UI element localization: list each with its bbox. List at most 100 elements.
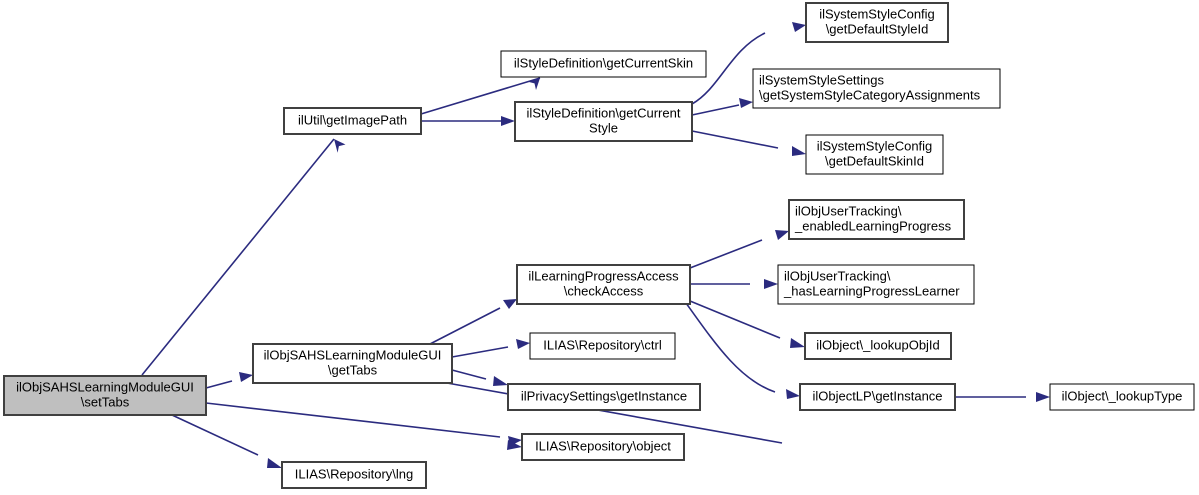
edge-setTabs-to-lng — [171, 414, 282, 468]
node-label-line: ilStyleDefinition\getCurrentSkin — [514, 55, 693, 70]
edge-arrowhead-icon — [493, 376, 508, 386]
edge-line — [141, 138, 335, 376]
edge-line — [205, 402, 501, 438]
edge-arrowhead-icon — [503, 299, 517, 309]
edge-getTabs-to-ctrl — [451, 339, 530, 358]
node-label-line: ILIAS\Repository\lng — [295, 466, 414, 481]
node-lookupType[interactable]: ilObject\_lookupType — [1049, 383, 1195, 411]
node-label-line: ilObjectLP\getInstance — [812, 388, 942, 403]
node-lng[interactable]: ILIAS\Repository\lng — [281, 461, 427, 489]
edge-line — [205, 380, 233, 389]
node-label-line: Style — [589, 120, 618, 135]
edge-getImagePath-to-getCurrentSkin — [420, 77, 541, 115]
edge-line — [446, 382, 783, 444]
node-lookupObjId[interactable]: ilObject\_lookupObjId — [804, 332, 952, 360]
node-label-line: ilSystemStyleSettings — [759, 72, 884, 87]
node-box[interactable] — [752, 68, 1001, 109]
node-label-line: ILIAS\Repository\ctrl — [543, 337, 662, 352]
node-checkAccess[interactable]: ilLearningProgressAccess\checkAccess — [516, 264, 691, 305]
edge-line — [691, 104, 740, 116]
node-label-line: ilStyleDefinition\getCurrent — [527, 105, 681, 120]
node-box[interactable] — [1049, 383, 1195, 411]
node-enabledLearningProgress[interactable]: ilObjUserTracking\_enabledLearningProgre… — [788, 199, 965, 240]
edge-line — [451, 369, 487, 380]
edge-arrowhead-icon — [239, 372, 253, 382]
edge-getCurrentStyle-to-getSystemStyleCategoryAssignments — [691, 98, 753, 116]
node-label-line: ilObjSAHSLearningModuleGUI — [16, 379, 194, 394]
edge-getCurrentStyle-to-getDefaultStyleId — [691, 22, 806, 105]
edge-arrowhead-icon — [267, 458, 282, 468]
node-label-line: ILIAS\Repository\object — [535, 438, 671, 453]
edge-getTabs-to-getInstancePrivacy — [451, 369, 508, 386]
edge-checkAccess-to-objectLPgetInstance — [685, 302, 800, 399]
node-label-line: _hasLearningProgressLearner — [783, 283, 960, 298]
node-getInstancePrivacy[interactable]: ilPrivacySettings\getInstance — [507, 383, 701, 411]
edge-line — [689, 300, 781, 339]
node-object[interactable]: ILIAS\Repository\object — [521, 433, 685, 461]
edge-arrowhead-icon — [775, 230, 789, 240]
node-label-line: ilUtil\getImagePath — [298, 112, 407, 127]
node-hasLearningProgressLearner[interactable]: ilObjUserTracking\_hasLearningProgressLe… — [777, 264, 975, 305]
node-label-line: \checkAccess — [564, 283, 644, 298]
node-getCurrentSkin[interactable]: ilStyleDefinition\getCurrentSkin — [500, 50, 707, 78]
edge-checkAccess-to-hasLearningProgressLearner — [690, 279, 778, 289]
node-label-line: ilObjSAHSLearningModuleGUI — [264, 347, 442, 362]
edge-getTabs-to-checkAccess — [429, 299, 517, 345]
node-label-line: \getDefaultStyleId — [826, 21, 929, 36]
node-box[interactable] — [777, 264, 975, 305]
edge-line — [420, 77, 541, 115]
edge-arrowhead-icon — [786, 389, 800, 399]
node-box[interactable] — [799, 383, 956, 411]
edge-arrowhead-icon — [790, 338, 805, 348]
edge-objectLPgetInstance-to-lookupType — [955, 392, 1050, 402]
node-label-line: ilSystemStyleConfig — [817, 138, 933, 153]
edge-setTabs-to-getImagePath — [141, 138, 346, 376]
edge-arrowhead-icon — [792, 146, 806, 156]
node-getDefaultSkinId[interactable]: ilSystemStyleConfig\getDefaultSkinId — [805, 134, 944, 175]
node-box[interactable] — [805, 2, 949, 43]
node-label-line: ilSystemStyleConfig — [819, 6, 935, 21]
node-box[interactable] — [283, 107, 422, 135]
edge-arrowhead-icon — [528, 78, 540, 90]
node-label-line: ilObjUserTracking\ — [784, 268, 891, 283]
edge-line — [685, 302, 776, 393]
node-getSystemStyleCategoryAssignments[interactable]: ilSystemStyleSettings\getSystemStyleCate… — [752, 68, 1001, 109]
edge-checkAccess-to-lookupObjId — [689, 300, 805, 348]
node-box[interactable] — [514, 101, 693, 142]
node-getImagePath[interactable]: ilUtil\getImagePath — [283, 107, 422, 135]
edge-arrowhead-icon — [792, 22, 806, 32]
node-label-line: _enabledLearningProgress — [794, 218, 952, 233]
node-box[interactable] — [3, 375, 207, 416]
node-ctrl[interactable]: ILIAS\Repository\ctrl — [529, 332, 676, 360]
node-setTabs[interactable]: ilObjSAHSLearningModuleGUI\setTabs — [3, 375, 207, 416]
edge-arrowhead-icon — [334, 139, 346, 153]
node-getDefaultStyleId[interactable]: ilSystemStyleConfig\getDefaultStyleId — [805, 2, 949, 43]
node-objectLPgetInstance[interactable]: ilObjectLP\getInstance — [799, 383, 956, 411]
node-box[interactable] — [516, 264, 691, 305]
edge-line — [171, 414, 259, 456]
edges-layer — [141, 22, 1050, 468]
node-box[interactable] — [529, 332, 676, 360]
node-label-line: ilLearningProgressAccess — [528, 268, 679, 283]
edge-arrowhead-icon — [501, 116, 515, 126]
edge-setTabs-to-getTabs — [205, 372, 253, 389]
node-label-line: \setTabs — [81, 394, 130, 409]
node-box[interactable] — [281, 461, 427, 489]
node-getTabs[interactable]: ilObjSAHSLearningModuleGUI\getTabs — [252, 343, 453, 384]
edge-line — [691, 130, 779, 149]
node-box[interactable] — [804, 332, 952, 360]
node-box[interactable] — [252, 343, 453, 384]
node-box[interactable] — [507, 383, 701, 411]
edge-getImagePath-to-getCurrentStyle — [421, 116, 515, 126]
node-box[interactable] — [805, 134, 944, 175]
node-box[interactable] — [788, 199, 965, 240]
node-box[interactable] — [521, 433, 685, 461]
node-label-line: \getDefaultSkinId — [825, 153, 924, 168]
edge-arrowhead-icon — [516, 339, 530, 349]
node-box[interactable] — [500, 50, 707, 78]
edge-arrowhead-icon — [739, 98, 753, 108]
edge-checkAccess-to-enabledLearningProgress — [689, 230, 789, 269]
